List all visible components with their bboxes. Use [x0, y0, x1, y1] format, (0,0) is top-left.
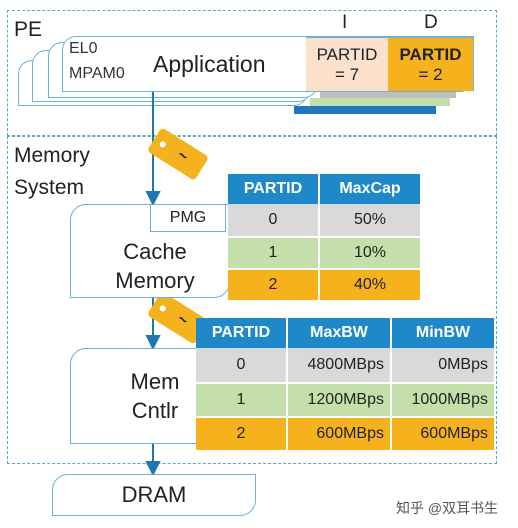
- application-label: Application: [153, 51, 266, 77]
- pmg-label: PMG: [169, 209, 207, 226]
- cache-label-line1: Cache: [123, 239, 187, 264]
- memctl-row2-maxbw: 600MBps: [286, 416, 390, 450]
- partid-d-value: = 2: [418, 64, 443, 84]
- arrow-memctl-to-dram-head: [145, 461, 161, 477]
- memctl-row0-partid: 0: [196, 348, 286, 382]
- tag-1-glyph: ~: [174, 146, 191, 166]
- cache-table-header-partid: PARTID: [228, 174, 318, 204]
- dram-box: DRAM: [52, 474, 256, 516]
- cache-row0-maxcap: 50%: [318, 204, 420, 236]
- cache-table-header-maxcap: MaxCap: [318, 174, 420, 204]
- pe-label: PE: [14, 18, 43, 41]
- memory-system-region: [7, 136, 497, 464]
- memctl-row0-maxbw: 4800MBps: [286, 348, 390, 382]
- memctl-label-line1: Mem: [130, 369, 180, 394]
- mem-cntlr-label: Mem Cntlr: [112, 368, 198, 425]
- cache-row1-maxcap: 10%: [318, 236, 420, 268]
- arrow-pe-to-cache-head: [145, 191, 161, 207]
- cache-row1-partid: 1: [228, 236, 318, 268]
- memctl-label-line2: Cntlr: [131, 397, 179, 423]
- pe-region: [7, 10, 497, 136]
- cache-label-line2: Memory: [115, 267, 195, 293]
- arrow-cache-to-memctl-head: [145, 335, 161, 351]
- cache-row0-partid: 0: [228, 204, 318, 236]
- memctl-row0-minbw: 0MBps: [390, 348, 494, 382]
- partid-d-label: PARTID: [399, 44, 462, 64]
- memctl-row2-minbw: 600MBps: [390, 416, 494, 450]
- memctl-row1-partid: 1: [196, 382, 286, 416]
- stack-bar-green: [310, 98, 450, 106]
- partid-i-label: PARTID: [316, 44, 378, 64]
- i-label: I: [342, 12, 348, 33]
- memctl-row2-partid: 2: [196, 416, 286, 450]
- memctl-row1-maxbw: 1200MBps: [286, 382, 390, 416]
- pmg-box: PMG: [150, 204, 226, 232]
- mpam0-label: MPAM0: [69, 65, 125, 82]
- memory-system-label: Memory System: [14, 144, 90, 200]
- memctl-header-minbw: MinBW: [390, 318, 494, 348]
- cache-row2-partid: 2: [228, 268, 318, 300]
- tag-2-glyph: ~: [174, 310, 191, 330]
- partid-i-cell: PARTID = 7: [306, 37, 388, 91]
- dram-label: DRAM: [121, 482, 187, 507]
- partid-d-cell: PARTID = 2: [388, 37, 474, 91]
- d-label: D: [424, 12, 438, 33]
- el0-label: EL0: [69, 40, 98, 57]
- partid-i-value: = 7: [334, 64, 360, 84]
- stack-bar-gray: [320, 90, 456, 98]
- memory-system-label-line1: Memory: [14, 144, 90, 167]
- watermark: 知乎 @双耳书生: [396, 500, 499, 516]
- memctl-header-maxbw: MaxBW: [286, 318, 390, 348]
- memctl-header-partid: PARTID: [196, 318, 286, 348]
- cache-memory-label: Cache Memory: [96, 238, 214, 295]
- memory-system-label-line2: System: [14, 176, 85, 200]
- stack-bar-blue: [294, 106, 436, 114]
- cache-row2-maxcap: 40%: [318, 268, 420, 300]
- memctl-row1-minbw: 1000MBps: [390, 382, 494, 416]
